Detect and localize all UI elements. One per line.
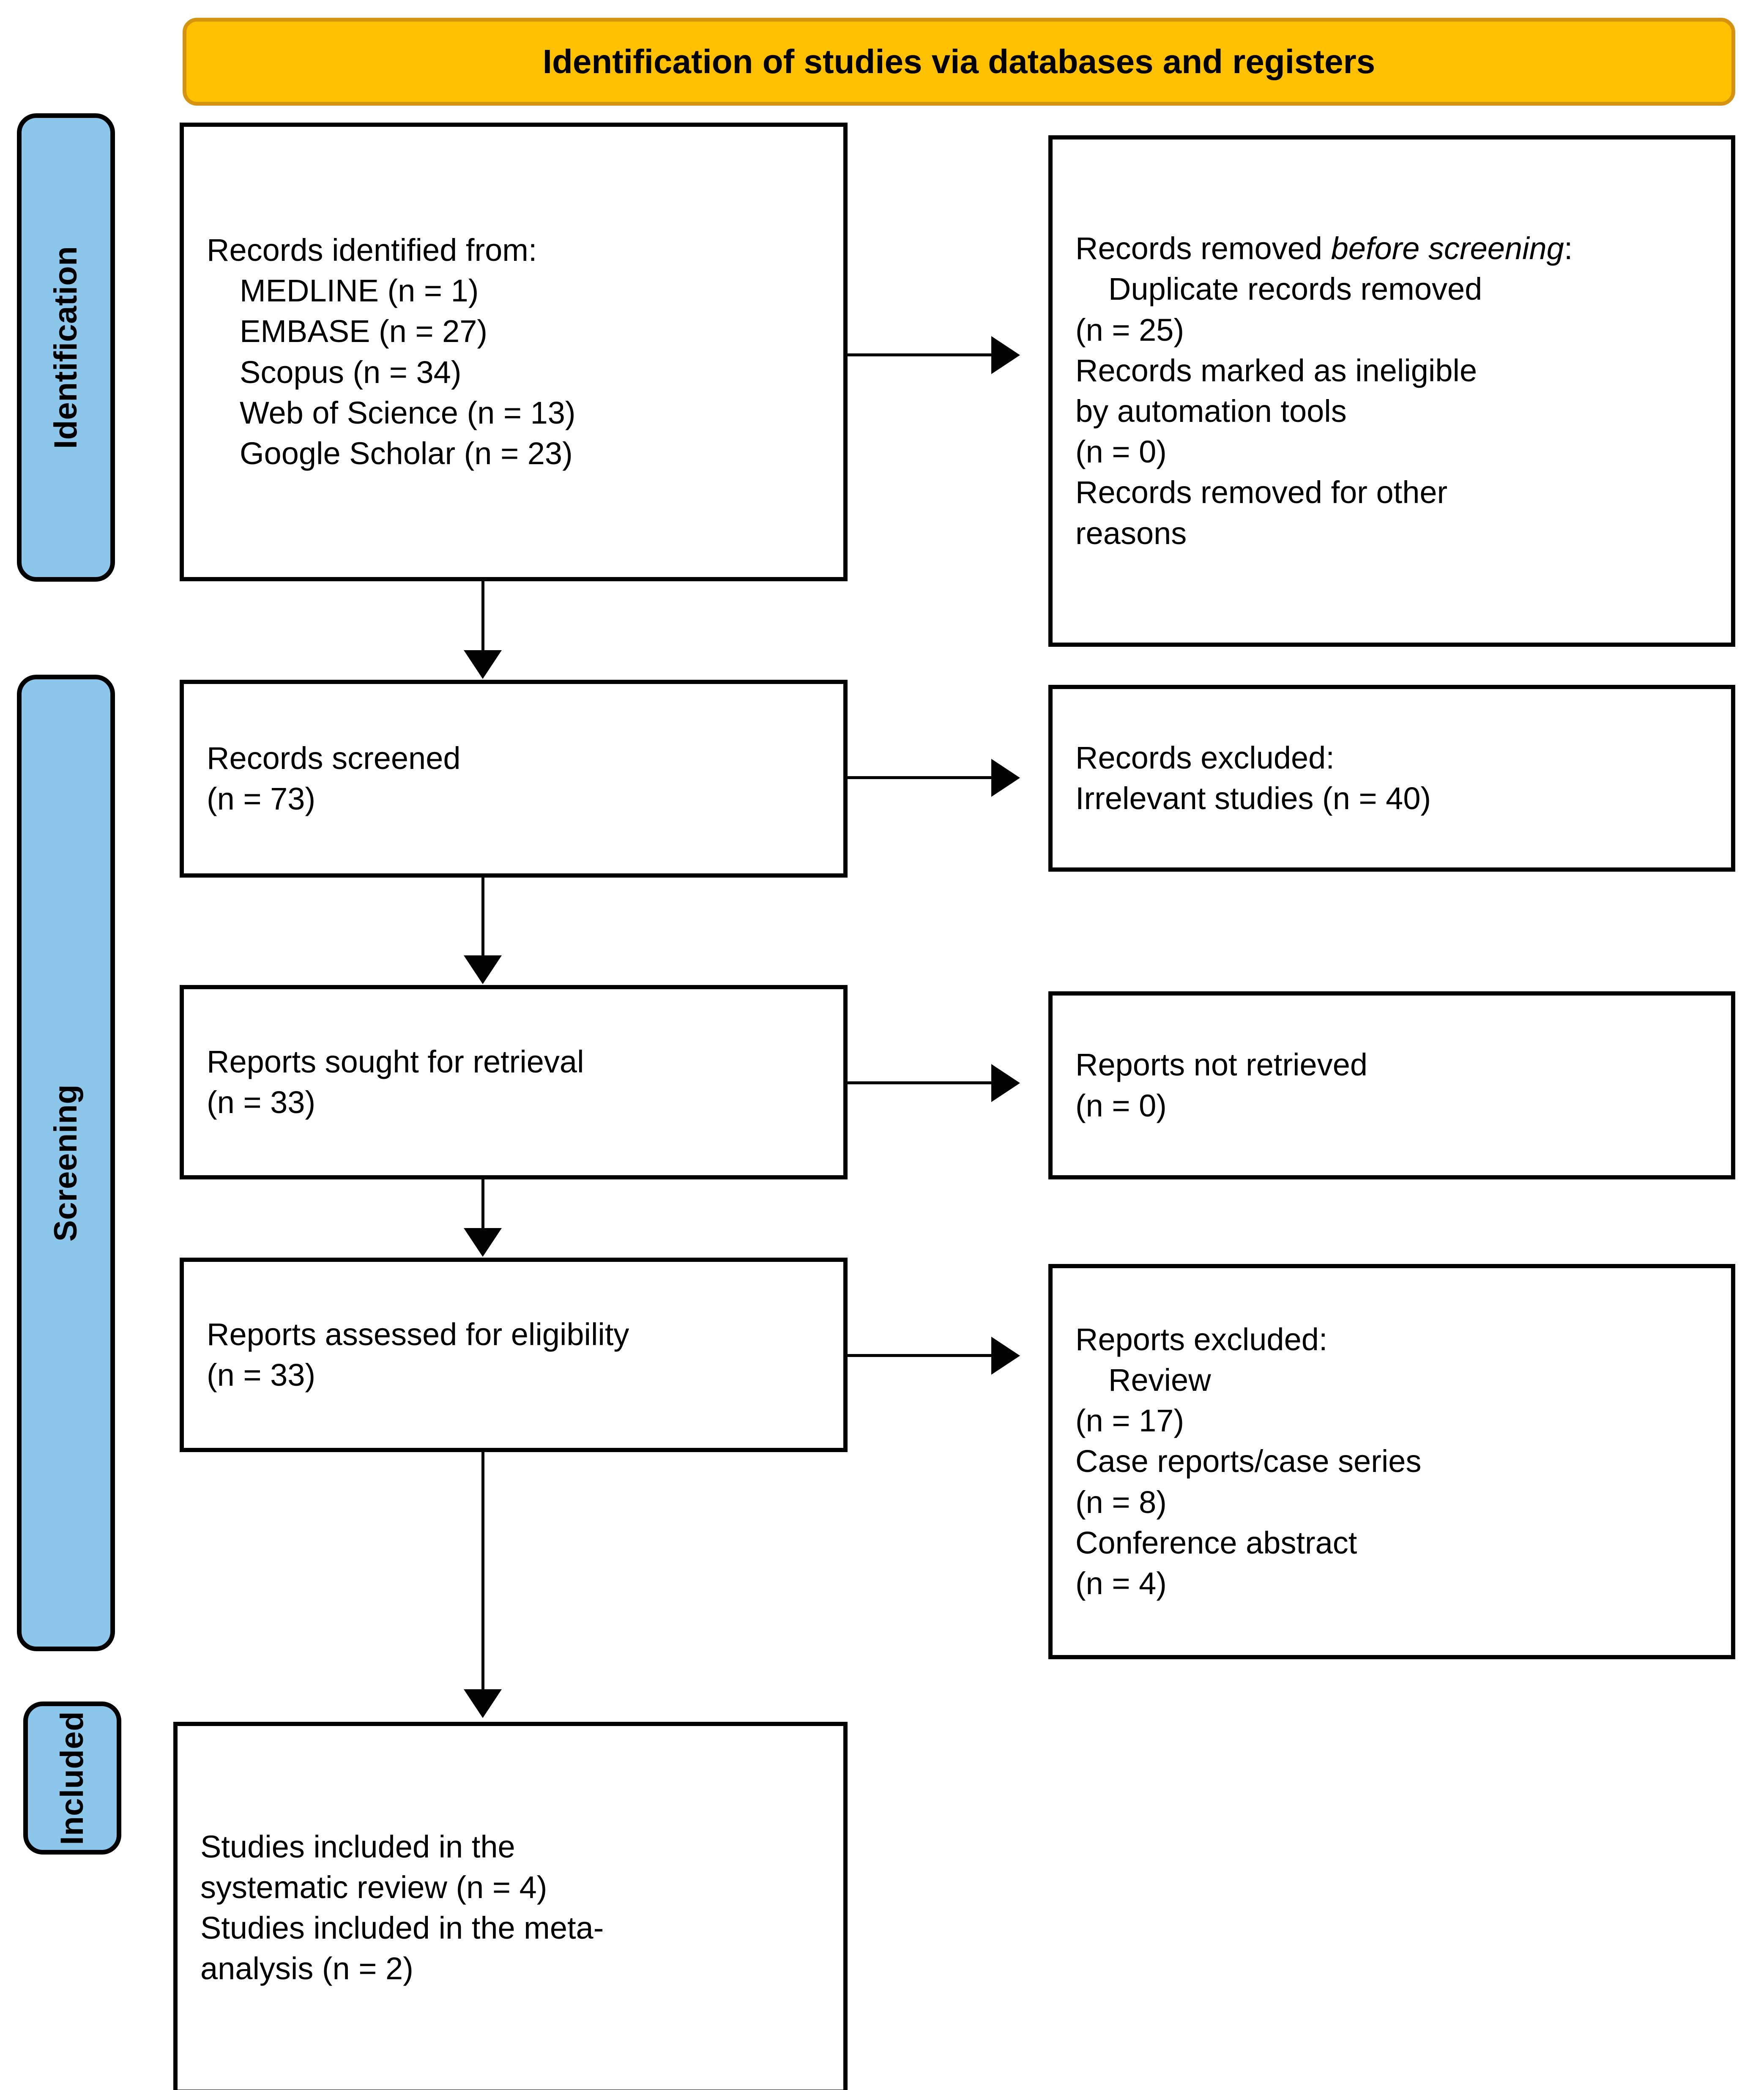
line-studies-included-sr-1: Studies included in the [200, 1829, 515, 1864]
line-records-screened-n: (n = 73) [207, 781, 316, 816]
box-records-identified-text: Records identified from: MEDLINE (n = 1)… [184, 230, 843, 474]
box-reports-not-retrieved-text: Reports not retrieved (n = 0) [1053, 1045, 1731, 1126]
phase-identification-label: Identification [48, 246, 84, 449]
line-google-scholar: Google Scholar (n = 23) [240, 435, 573, 471]
box-reports-assessed: Reports assessed for eligibility (n = 33… [180, 1258, 848, 1452]
line-studies-included-sr-2: systematic review (n = 4) [200, 1869, 547, 1905]
phase-included-label: Included [54, 1711, 90, 1845]
records-removed-heading-italic: before screening [1331, 231, 1564, 266]
phase-identification: Identification [17, 113, 115, 582]
connector-identified-to-screened-line [481, 581, 484, 652]
box-reports-excluded: Reports excluded: Review (n = 17) Case r… [1048, 1264, 1735, 1659]
box-records-removed-before-screening: Records removed before screening: Duplic… [1048, 135, 1735, 647]
connector-identified-to-screened-arrow [464, 650, 502, 679]
box-studies-included-text: Studies included in the systematic revie… [178, 1827, 843, 1989]
connector-assessed-to-excluded-arrow [991, 1337, 1020, 1375]
line-case-reports: Case reports/case series [1075, 1444, 1422, 1479]
phase-screening-label: Screening [48, 1084, 84, 1242]
line-irrelevant-studies: Irrelevant studies (n = 40) [1075, 781, 1431, 816]
line-records-removed-heading: Records removed before screening: [1075, 228, 1708, 269]
phase-screening: Screening [17, 675, 115, 1651]
connector-assessed-to-included-line [481, 1452, 484, 1691]
connector-assessed-to-excluded-line [848, 1354, 991, 1357]
line-duplicate-records-n: (n = 25) [1075, 312, 1184, 347]
line-reports-sought: Reports sought for retrieval [207, 1044, 584, 1079]
diagram-header-banner: Identification of studies via databases … [183, 18, 1735, 106]
line-studies-included-ma-2: analysis (n = 2) [200, 1951, 413, 1986]
box-records-screened-text: Records screened (n = 73) [184, 738, 843, 819]
line-reports-assessed-n: (n = 33) [207, 1357, 316, 1392]
box-records-screened: Records screened (n = 73) [180, 680, 848, 878]
line-review: Review [1108, 1362, 1211, 1398]
line-reports-assessed: Reports assessed for eligibility [207, 1316, 629, 1352]
box-reports-sought-text: Reports sought for retrieval (n = 33) [184, 1042, 843, 1123]
connector-assessed-to-included-arrow [464, 1689, 502, 1718]
diagram-header-title: Identification of studies via databases … [542, 43, 1376, 80]
line-records-marked-ineligible: Records marked as ineligible [1075, 353, 1477, 388]
connector-screened-to-excluded-line [848, 776, 991, 779]
line-reports-not-retrieved: Reports not retrieved [1075, 1047, 1368, 1083]
line-records-removed-reasons: reasons [1075, 515, 1187, 551]
line-reports-excluded-heading: Reports excluded: [1075, 1321, 1328, 1357]
line-reports-not-retrieved-n: (n = 0) [1075, 1088, 1167, 1123]
box-records-removed-text: Records removed before screening: Duplic… [1053, 228, 1731, 554]
line-records-screened: Records screened [207, 740, 461, 776]
line-records-removed-other: Records removed for other [1075, 475, 1448, 510]
box-records-identified: Records identified from: MEDLINE (n = 1)… [180, 123, 848, 581]
box-records-excluded-text: Records excluded: Irrelevant studies (n … [1053, 738, 1731, 819]
line-reports-sought-n: (n = 33) [207, 1085, 316, 1120]
connector-sought-to-not-retrieved-arrow [991, 1064, 1020, 1102]
line-records-excluded-heading: Records excluded: [1075, 740, 1335, 775]
line-studies-included-ma-1: Studies included in the meta- [200, 1910, 604, 1945]
connector-sought-to-assessed-line [481, 1179, 484, 1230]
connector-sought-to-not-retrieved-line [848, 1081, 991, 1084]
line-conference-abstract: Conference abstract [1075, 1525, 1357, 1560]
line-by-automation-tools: by automation tools [1075, 394, 1347, 429]
connector-screened-to-sought-arrow [464, 955, 502, 984]
box-reports-assessed-text: Reports assessed for eligibility (n = 33… [184, 1314, 843, 1395]
line-medline: MEDLINE (n = 1) [240, 273, 479, 309]
connector-screened-to-sought-line [481, 878, 484, 957]
box-records-excluded: Records excluded: Irrelevant studies (n … [1048, 685, 1735, 872]
box-reports-not-retrieved: Reports not retrieved (n = 0) [1048, 991, 1735, 1179]
box-studies-included: Studies included in the systematic revie… [173, 1722, 848, 2090]
line-automation-tools-n: (n = 0) [1075, 434, 1167, 470]
box-reports-excluded-text: Reports excluded: Review (n = 17) Case r… [1053, 1319, 1731, 1604]
connector-identified-to-removed-line [848, 353, 991, 356]
line-embase: EMBASE (n = 27) [240, 314, 488, 349]
line-case-reports-n: (n = 8) [1075, 1484, 1167, 1520]
line-duplicate-records-removed: Duplicate records removed [1108, 271, 1482, 307]
records-removed-heading-suffix: : [1564, 231, 1573, 266]
box-reports-sought: Reports sought for retrieval (n = 33) [180, 985, 848, 1179]
line-records-identified-from: Records identified from: [207, 232, 537, 268]
line-scopus: Scopus (n = 34) [240, 354, 462, 390]
line-review-n: (n = 17) [1075, 1403, 1184, 1439]
line-conference-abstract-n: (n = 4) [1075, 1565, 1167, 1601]
connector-sought-to-assessed-arrow [464, 1228, 502, 1257]
connector-identified-to-removed-arrow [991, 336, 1020, 374]
connector-screened-to-excluded-arrow [991, 759, 1020, 797]
line-web-of-science: Web of Science (n = 13) [240, 395, 576, 430]
records-removed-heading-prefix: Records removed [1075, 231, 1331, 266]
phase-included: Included [23, 1702, 121, 1855]
